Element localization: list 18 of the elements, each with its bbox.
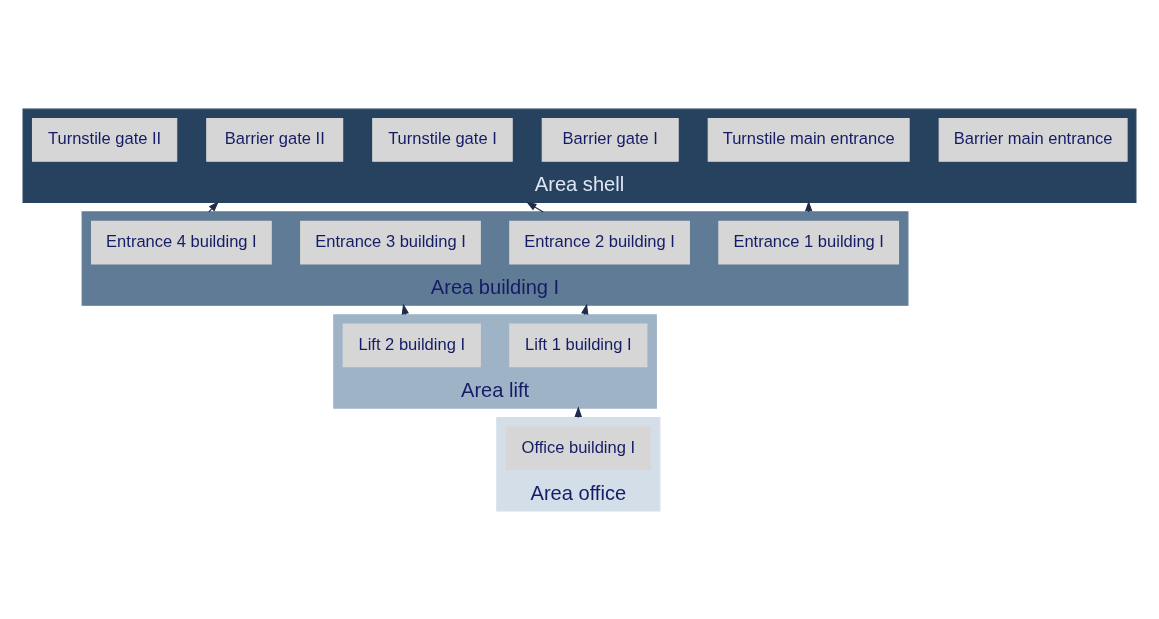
node-box: Entrance 1 building I	[718, 220, 900, 264]
arrow	[208, 200, 219, 213]
node-box: Lift 2 building I	[342, 323, 481, 367]
node-box: Barrier gate I	[541, 117, 679, 162]
node-box: Entrance 2 building I	[509, 220, 690, 264]
arrow	[401, 303, 409, 315]
node-box: Turnstile gate I	[372, 117, 513, 162]
node-box: Barrier gate II	[206, 117, 344, 162]
node-box: Entrance 4 building I	[91, 220, 272, 264]
arrow	[804, 200, 813, 213]
node-box: Turnstile main entrance	[707, 117, 910, 162]
arrow	[574, 405, 583, 418]
node-box: Barrier main entrance	[938, 117, 1128, 162]
arrow	[581, 303, 589, 315]
arrow	[526, 201, 544, 213]
node-box: Lift 1 building I	[509, 323, 648, 367]
node-box: Turnstile gate II	[31, 117, 178, 162]
node-box: Entrance 3 building I	[300, 220, 481, 264]
